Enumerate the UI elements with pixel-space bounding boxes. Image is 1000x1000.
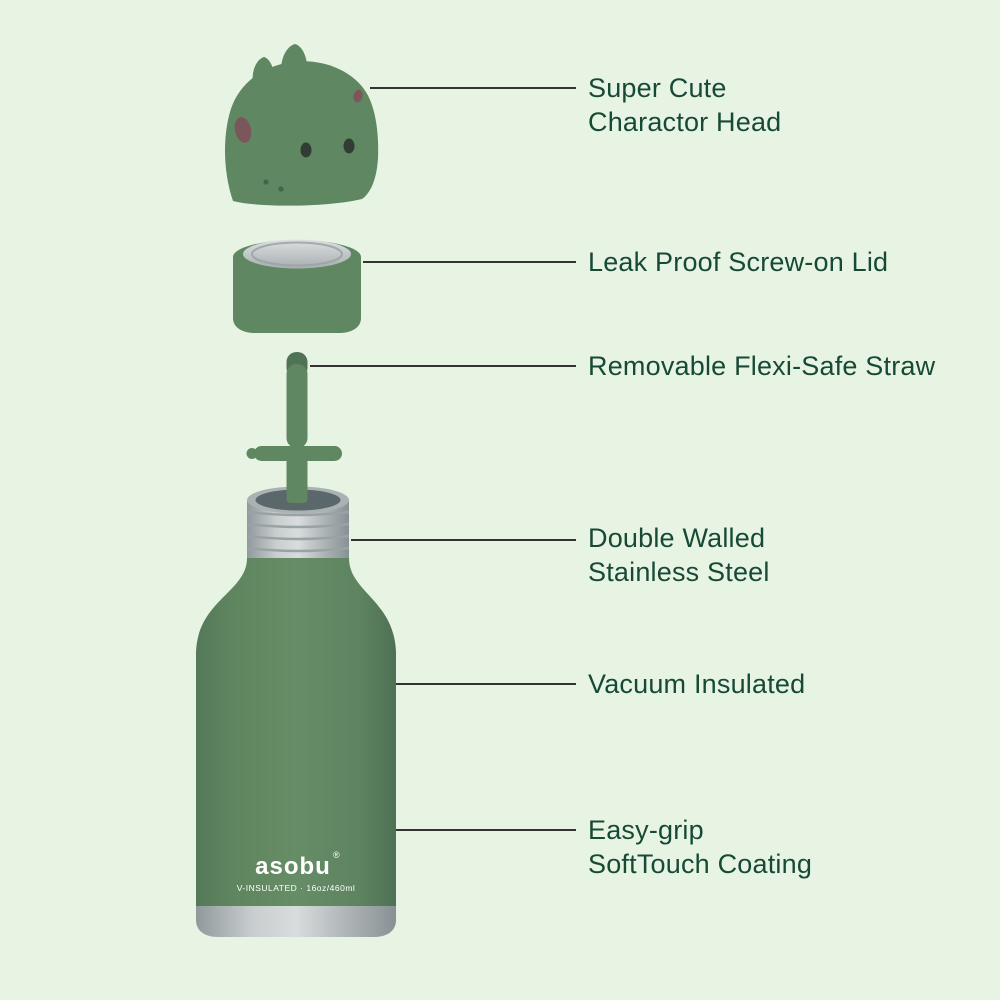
dino-head: [224, 44, 379, 206]
dino-head-shape: [224, 61, 379, 206]
dino-nostril: [278, 186, 284, 192]
straw-upper: [286, 364, 308, 448]
callout-screw-lid: Leak Proof Screw-on Lid: [588, 245, 888, 279]
brand-logo: asobu: [255, 853, 331, 880]
callout-vacuum-insulated: Vacuum Insulated: [588, 667, 805, 701]
callout-line: Stainless Steel: [588, 557, 770, 587]
bottle-green-shell: [196, 558, 396, 906]
screw-lid: [233, 239, 361, 333]
dino-head-spot: [353, 89, 363, 103]
callout-straw: Removable Flexi-Safe Straw: [588, 349, 935, 383]
callout-line: Leak Proof Screw-on Lid: [588, 247, 889, 277]
dino-cheek-spot: [234, 117, 252, 143]
brand-reg-mark: ®: [333, 850, 340, 860]
callout-line: Easy-grip: [588, 815, 704, 845]
callout-line: Removable Flexi-Safe Straw: [588, 351, 936, 381]
callout-line: Double Walled: [588, 523, 766, 553]
callout-character-head: Super Cute Charactor Head: [588, 71, 781, 139]
callout-stainless-steel: Double Walled Stainless Steel: [588, 521, 770, 589]
dino-eye-right: [343, 138, 355, 154]
straw-gasket: [254, 446, 342, 461]
callout-line: SoftTouch Coating: [588, 849, 813, 879]
callout-line: Super Cute: [588, 73, 727, 103]
neck-thread: [246, 534, 350, 541]
bottle-steel-base: [196, 906, 396, 937]
neck-thread: [246, 546, 350, 553]
straw: [246, 352, 342, 503]
lid-steel-ring: [251, 241, 343, 267]
dino-nostril: [263, 179, 269, 185]
straw-lower: [286, 458, 308, 503]
lid-body: [233, 257, 361, 333]
dino-eye-left: [300, 142, 312, 158]
brand-tagline: V-INSULATED · 16oz/460ml: [237, 883, 356, 893]
callout-line: Charactor Head: [588, 107, 782, 137]
callout-softtouch-coating: Easy-grip SoftTouch Coating: [588, 813, 812, 881]
neck-thread: [246, 510, 350, 517]
bottle-body: asobu ® V-INSULATED · 16oz/460ml: [196, 558, 396, 937]
neck-thread: [246, 522, 350, 529]
lid-steel-top: [243, 239, 351, 269]
callout-line: Vacuum Insulated: [588, 669, 806, 699]
